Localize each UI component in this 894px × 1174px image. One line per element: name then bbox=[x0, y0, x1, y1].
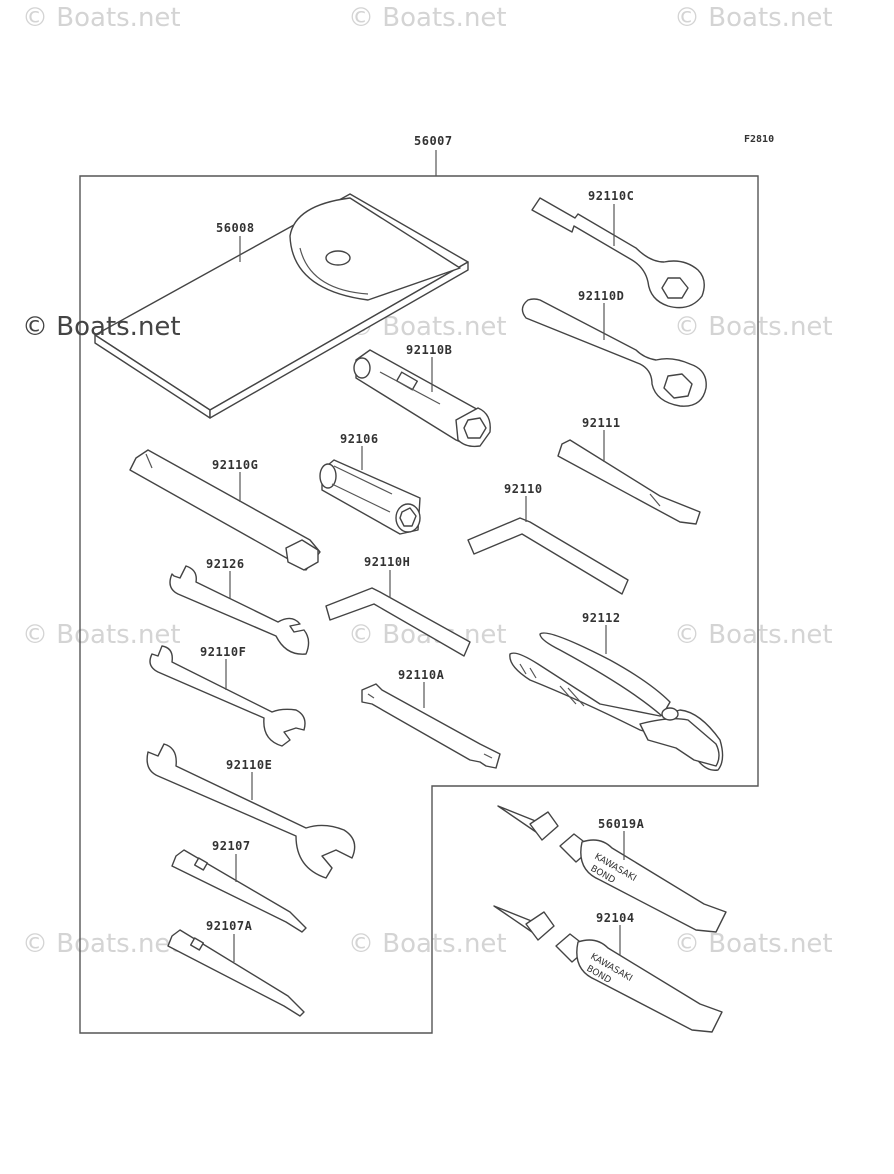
screwdriver-92111 bbox=[557, 439, 701, 525]
watermark-text: © Boats.net bbox=[22, 620, 181, 650]
watermarks: © Boats.net © Boats.net © Boats.net © Bo… bbox=[22, 3, 833, 959]
part-label-56019A: 56019A bbox=[598, 817, 645, 831]
part-label-92110E: 92110E bbox=[226, 758, 272, 772]
part-label-56007: 56007 bbox=[414, 134, 453, 148]
part-label-92110H: 92110H bbox=[364, 555, 410, 569]
part-label-56008: 56008 bbox=[216, 221, 255, 235]
tool-kit-frame bbox=[79, 175, 759, 1034]
box-wrench-92110d bbox=[521, 298, 707, 407]
watermark-text: © Boats.net bbox=[22, 929, 181, 959]
part-label-92107A: 92107A bbox=[206, 919, 253, 933]
open-end-wrench-92126 bbox=[169, 565, 310, 655]
part-label-92112: 92112 bbox=[582, 611, 621, 625]
open-end-wrench-92110f bbox=[149, 645, 306, 747]
socket-92106 bbox=[319, 459, 421, 535]
screwdriver-92107 bbox=[171, 849, 307, 933]
part-label-92110D: 92110D bbox=[578, 289, 624, 303]
part-label-92110B: 92110B bbox=[406, 343, 452, 357]
bond-tube-92104: KAWASAKI BOND bbox=[493, 905, 723, 1033]
part-label-92110C: 92110C bbox=[588, 189, 634, 203]
watermark-text: © Boats.net bbox=[348, 929, 507, 959]
box-wrench-92110c bbox=[531, 197, 705, 309]
watermark-text: © Boats.net bbox=[22, 3, 181, 33]
part-label-92110A: 92110A bbox=[398, 668, 445, 682]
plug-socket-wrench bbox=[353, 349, 491, 448]
screwdriver-92107a bbox=[167, 929, 305, 1017]
tool-bag bbox=[94, 193, 469, 419]
part-label-92111: 92111 bbox=[582, 416, 621, 430]
part-label-92106: 92106 bbox=[340, 432, 379, 446]
hex-key-92110 bbox=[467, 517, 629, 595]
watermark-text: © Boats.net bbox=[674, 312, 833, 342]
part-label-92104: 92104 bbox=[596, 911, 635, 925]
pliers bbox=[509, 632, 724, 771]
part-label-92107: 92107 bbox=[212, 839, 251, 853]
extension-bar bbox=[129, 449, 321, 571]
watermark-text: © Boats.net bbox=[674, 620, 833, 650]
spoke-wrench bbox=[361, 683, 501, 769]
part-label-92110F: 92110F bbox=[200, 645, 246, 659]
watermark-text: © Boats.net bbox=[348, 3, 507, 33]
part-label-92126: 92126 bbox=[206, 557, 245, 571]
figure-code: F2810 bbox=[744, 134, 774, 145]
part-label-92110G: 92110G bbox=[212, 458, 258, 472]
watermark-text: © Boats.net bbox=[22, 312, 181, 342]
part-label-92110: 92110 bbox=[504, 482, 543, 496]
watermark-text: © Boats.net bbox=[674, 3, 833, 33]
open-end-wrench-92110e bbox=[146, 743, 356, 879]
watermark-text: © Boats.net bbox=[674, 929, 833, 959]
hex-key-92110h bbox=[325, 587, 471, 657]
